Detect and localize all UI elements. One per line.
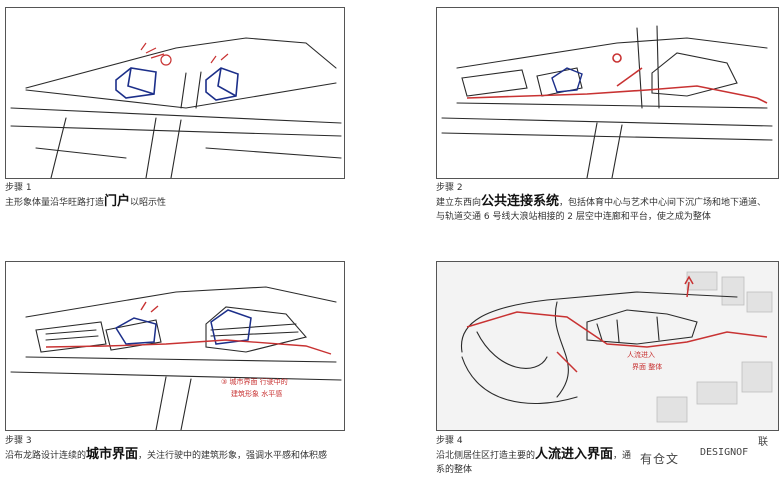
step-2-text-post: ，包括体育中心与艺术中心间下沉广场和地下通道、 bbox=[559, 198, 767, 208]
sketch-step-3 bbox=[10, 286, 342, 430]
sketch-panel-step-2 bbox=[436, 7, 779, 179]
sketch-panel-step-3: ③ 城市界面 行驶中的 建筑形象 水平感 bbox=[5, 261, 345, 431]
step-1-highlight: 门户 bbox=[104, 194, 131, 209]
sketch-panel-step-1 bbox=[5, 7, 345, 179]
step-3-highlight: 城市界面 bbox=[86, 447, 139, 462]
step-3-text-pre: 沿布龙路设计连续的 bbox=[5, 451, 87, 461]
sketch-note-3a: ③ 城市界面 行驶中的 bbox=[221, 378, 288, 386]
step-3-text-post: ，关注行驶中的建筑形象，强调水平感和体积感 bbox=[138, 451, 328, 461]
watermark-text: 有仓文 bbox=[640, 452, 680, 466]
sketch-step-1 bbox=[10, 37, 342, 178]
step-2-label: 步骤 2 bbox=[436, 183, 463, 193]
caption-step-2: 步骤 2 建立东西向公共连接系统，包括体育中心与艺术中心间下沉广场和地下通道、 … bbox=[436, 181, 781, 224]
step-4-label: 步骤 4 bbox=[436, 436, 463, 446]
step-1-text-pre: 主形象体量沿华旺路打造 bbox=[5, 198, 105, 208]
sketch-panel-step-4: 人流进入 界面 整体 bbox=[436, 261, 779, 431]
step-4-text-pre: 沿北侧居住区打造主要的 bbox=[436, 451, 536, 461]
step-4-highlight: 人流进入界面 bbox=[535, 447, 614, 462]
sketch-step-2 bbox=[441, 25, 773, 178]
watermark-logo-line1: DESIGNOF bbox=[700, 447, 749, 458]
sketch-step-4 bbox=[460, 271, 773, 423]
sketch-note-4b: 界面 整体 bbox=[632, 363, 663, 371]
step-2-highlight: 公共连接系统 bbox=[481, 194, 560, 209]
caption-step-4: 步骤 4 沿北侧居住区打造主要的人流进入界面，通 系的整体 bbox=[436, 434, 781, 477]
step-4-text-line2: 系的整体 bbox=[436, 465, 473, 475]
caption-step-3: 步骤 3 沿布龙路设计连续的城市界面，关注行驶中的建筑形象，强调水平感和体积感 bbox=[5, 434, 343, 463]
sketch-note-3b: 建筑形象 水平感 bbox=[231, 390, 283, 398]
step-2-text-line2: 与轨道交通 6 号线大浪站相接的 2 层空中连廊和平台，使之成为整体 bbox=[436, 212, 711, 222]
step-1-text-post: 以昭示性 bbox=[130, 198, 167, 208]
step-3-label: 步骤 3 bbox=[5, 436, 32, 446]
step-1-label: 步骤 1 bbox=[5, 183, 32, 193]
sketch-note-4a: 人流进入 bbox=[627, 351, 655, 359]
caption-step-1: 步骤 1 主形象体量沿华旺路打造门户以昭示性 bbox=[5, 181, 343, 210]
step-4-text-post: ，通 bbox=[613, 451, 632, 461]
step-2-text-pre: 建立东西向 bbox=[436, 198, 482, 208]
watermark-logo-line2: 联 bbox=[758, 437, 768, 448]
